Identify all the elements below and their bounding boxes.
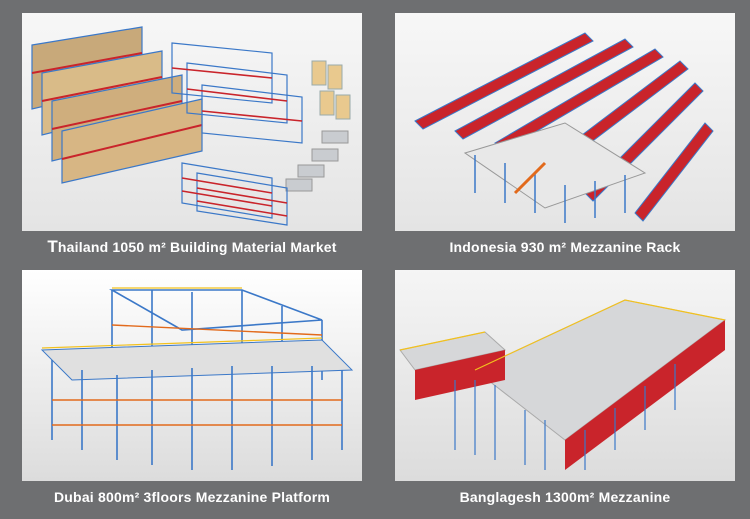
panel-thailand: Thailand 1050 m² Building Material Marke… (22, 13, 362, 263)
caption-dubai: Dubai 800m² 3floors Mezzanine Platform (54, 489, 330, 505)
caption-thailand-text: hailand 1050 m² Building Material Market (57, 239, 337, 255)
caption-indonesia: Indonesia 930 m² Mezzanine Rack (449, 239, 681, 255)
panel-bangladesh: Banglagesh 1300m² Mezzanine (395, 270, 735, 519)
thailand-render-image (22, 13, 362, 231)
caption-bangladesh: Banglagesh 1300m² Mezzanine (459, 489, 671, 505)
panel-dubai: Dubai 800m² 3floors Mezzanine Platform (22, 270, 362, 519)
caption-thailand: Thailand 1050 m² Building Material Marke… (22, 237, 362, 257)
dubai-render-image (22, 270, 362, 481)
caption-thailand-initial: T (47, 237, 58, 256)
panel-indonesia: Indonesia 930 m² Mezzanine Rack (395, 13, 735, 263)
bangladesh-render-image (395, 270, 735, 481)
indonesia-render-image (395, 13, 735, 231)
